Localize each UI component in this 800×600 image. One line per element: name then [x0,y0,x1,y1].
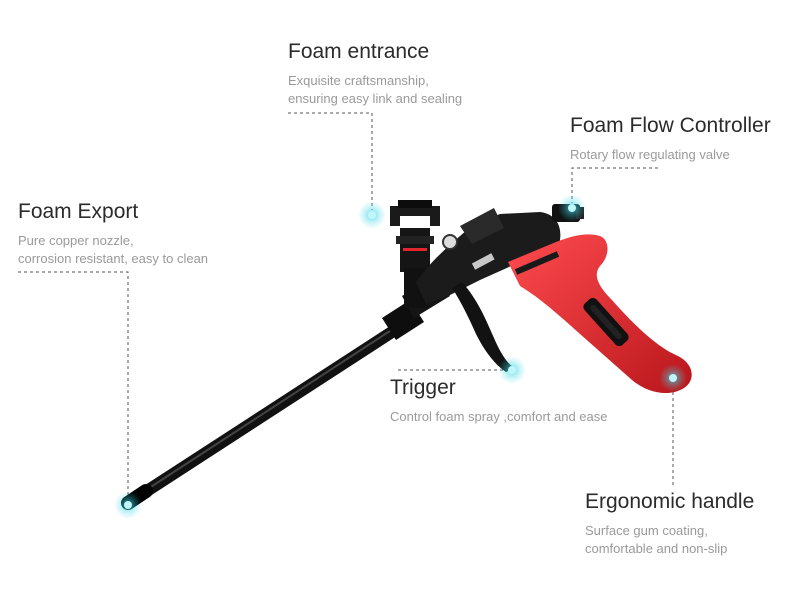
trigger-part [452,282,514,372]
description-line: ensuring easy link and sealing [288,91,463,106]
description-line: Rotary flow regulating valve [570,147,730,162]
description-line: Surface gum coating, [585,523,708,538]
marker-dot-icon [659,364,687,392]
foam-entrance-part [390,200,440,308]
callout-title: Foam Flow Controller [570,114,771,137]
callout-foam-export: Foam Export Pure copper nozzle, corrosio… [18,200,208,268]
callout-description: Exquisite craftsmanship, ensuring easy l… [288,72,462,108]
callout-foam-entrance: Foam entrance Exquisite craftsmanship, e… [288,40,462,108]
description-line: Pure copper nozzle, [18,233,134,248]
callout-flow-controller: Foam Flow Controller Rotary flow regulat… [570,114,771,164]
marker-dot-icon [114,491,142,519]
callout-title: Ergonomic handle [585,490,755,513]
callout-description: Pure copper nozzle, corrosion resistant,… [18,232,208,268]
leader-foam-export [18,271,129,500]
leader-flow-controller [571,167,658,203]
callout-description: Rotary flow regulating valve [570,146,771,164]
description-line: Exquisite craftsmanship, [288,73,429,88]
marker-dot-icon [558,194,586,222]
handle-part [508,234,692,394]
callout-description: Surface gum coating, comfortable and non… [585,522,754,558]
marker-dot-icon [358,201,386,229]
leader-foam-entrance [288,112,373,210]
callout-title: Foam Export [18,200,139,223]
marker-dot-icon [498,356,526,384]
callout-description: Control foam spray ,comfort and ease [390,408,608,426]
markers [114,194,687,519]
callout-handle: Ergonomic handle Surface gum coating, co… [585,490,754,558]
description-line: comfortable and non-slip [585,541,728,556]
description-line: corrosion resistant, easy to clean [18,251,209,266]
leader-lines [18,112,674,500]
description-line: Control foam spray ,comfort and ease [390,409,608,424]
callout-title: Foam entrance [288,40,430,63]
callout-title: Trigger [390,376,456,399]
callout-trigger: Trigger Control foam spray ,comfort and … [390,376,608,426]
